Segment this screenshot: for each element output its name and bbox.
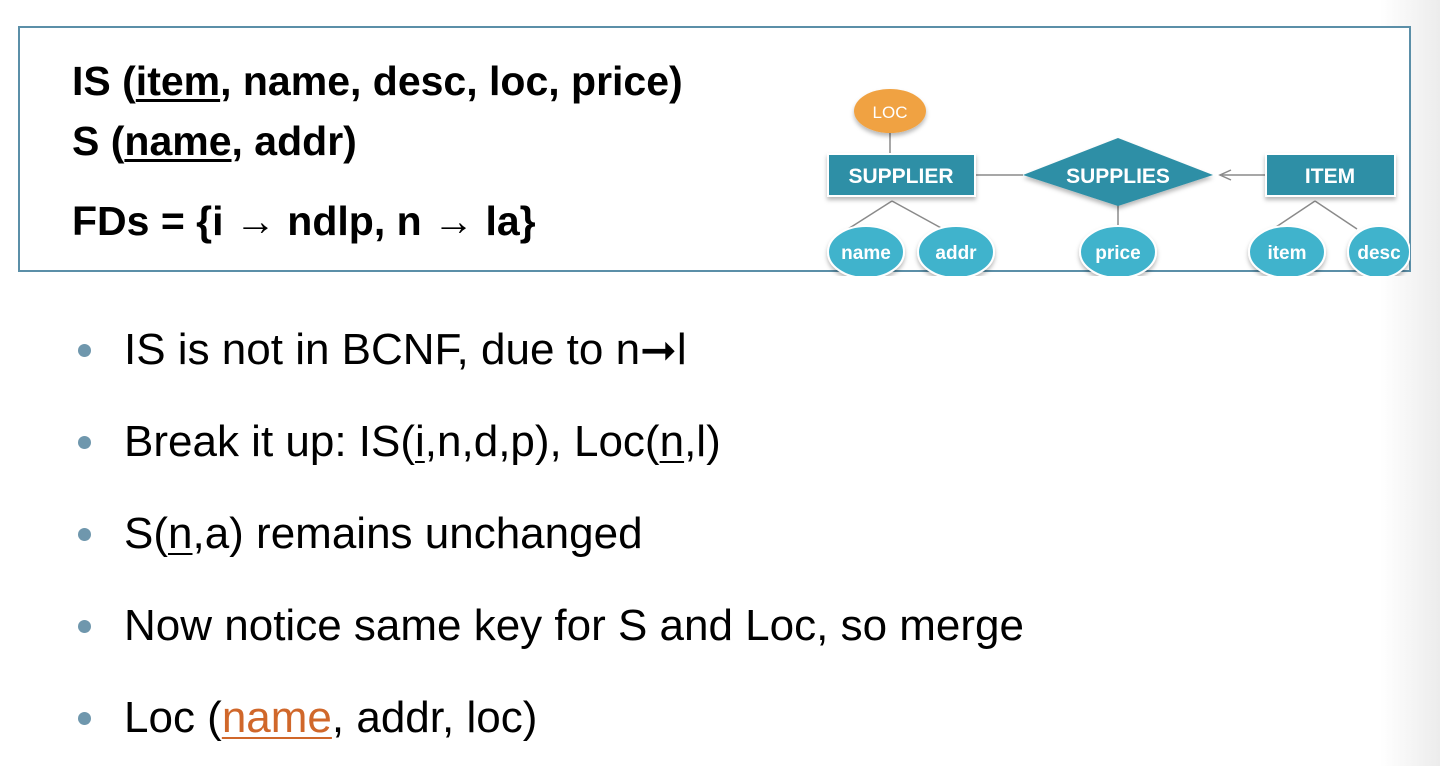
er-attr-price: price bbox=[1079, 225, 1157, 276]
bullet-dot bbox=[78, 619, 91, 633]
bullet-merge: Now notice same key for S and Loc, so me… bbox=[70, 596, 1024, 656]
er-attr-name: name bbox=[827, 225, 905, 276]
bullet-unchanged: S(n,a) remains unchanged bbox=[70, 504, 643, 564]
bullet-dot bbox=[78, 711, 91, 725]
er-attr-desc: desc bbox=[1347, 225, 1410, 276]
bullet-dot bbox=[78, 435, 91, 449]
svg-text:LOC: LOC bbox=[873, 103, 908, 122]
key-name: name bbox=[124, 118, 232, 164]
er-connectors bbox=[847, 131, 1358, 231]
svg-text:ITEM: ITEM bbox=[1305, 165, 1355, 188]
er-attr-addr: addr bbox=[917, 225, 995, 276]
er-diagram: LOC SUPPLIER SUPPLIES ITEM name addr p bbox=[827, 89, 1410, 276]
bullet-bcnf: IS is not in BCNF, due to n ➞ l bbox=[70, 320, 687, 380]
er-entity-item: ITEM bbox=[1265, 153, 1396, 197]
bullet-dot bbox=[78, 343, 91, 357]
schema-box: IS (item, name, desc, loc, price) S (nam… bbox=[18, 26, 1411, 276]
er-entity-supplier: SUPPLIER bbox=[827, 153, 976, 197]
svg-text:SUPPLIER: SUPPLIER bbox=[848, 165, 953, 188]
svg-text:SUPPLIES: SUPPLIES bbox=[1066, 165, 1170, 188]
bullet-loc-result: Loc (name, addr, loc) bbox=[70, 688, 537, 748]
bullet-break-up: Break it up: IS(i,n,d,p), Loc(n,l) bbox=[70, 412, 721, 472]
bullet-dot bbox=[78, 527, 91, 541]
er-attr-loc: LOC bbox=[854, 89, 926, 133]
arrow-icon: ➞ bbox=[640, 325, 677, 375]
svg-text:desc: desc bbox=[1357, 243, 1401, 264]
functional-dependencies: FDs = {i → ndlp, n → la} bbox=[72, 198, 536, 244]
svg-text:price: price bbox=[1095, 243, 1140, 264]
svg-text:item: item bbox=[1267, 243, 1306, 264]
schema-s: S (name, addr) bbox=[72, 118, 357, 164]
svg-text:addr: addr bbox=[935, 243, 977, 264]
er-relationship-supplies: SUPPLIES bbox=[1023, 138, 1213, 206]
merged-key-name: name bbox=[221, 693, 332, 742]
er-attr-item: item bbox=[1248, 225, 1326, 276]
svg-text:name: name bbox=[841, 243, 891, 264]
key-item: item bbox=[135, 58, 221, 104]
schema-is: IS (item, name, desc, loc, price) bbox=[72, 58, 683, 104]
